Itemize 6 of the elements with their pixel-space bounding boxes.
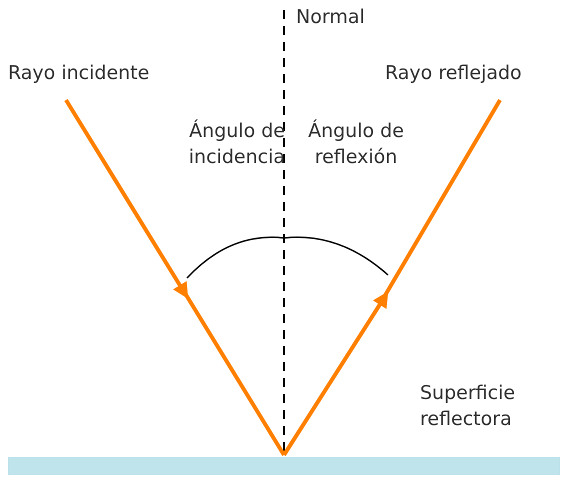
normal-label: Normal	[296, 5, 366, 30]
surface-label: Superficie reflectora	[420, 381, 516, 432]
angle-label: Ángulo de incidencia	[188, 118, 285, 170]
ray-label: Rayo reflejado	[385, 61, 523, 86]
ray-label: Rayo incidente	[8, 61, 150, 86]
angle-label: Ángulo de reflexión	[307, 118, 405, 170]
